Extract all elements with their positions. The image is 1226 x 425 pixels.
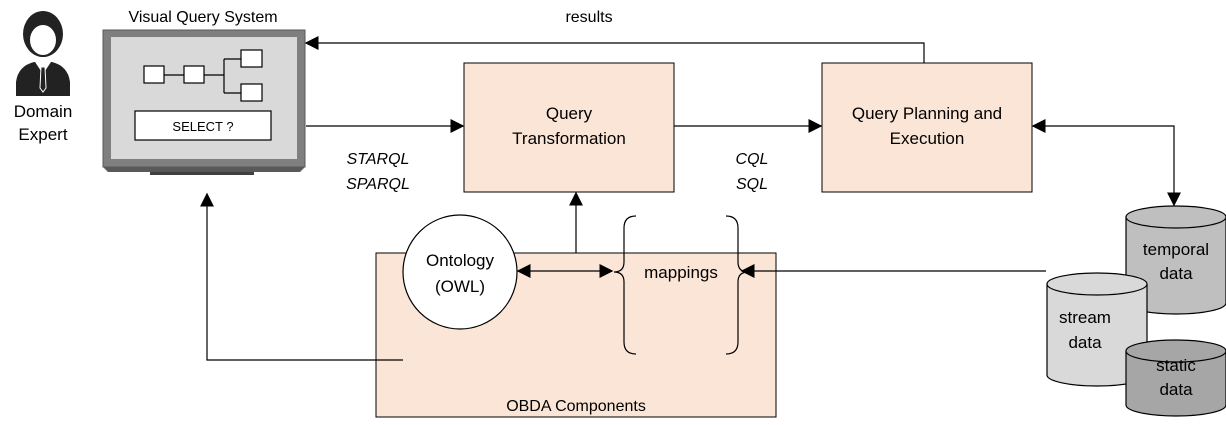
vqs-title: Visual Query System	[128, 9, 277, 26]
vqs-query-graph-icon	[143, 49, 263, 102]
cql-label: CQL	[736, 151, 769, 168]
vqs-select-text: SELECT ?	[172, 119, 233, 134]
sparql-label: SPARQL	[346, 176, 410, 193]
query-planning-line1: Query Planning and	[852, 104, 1002, 123]
stream-data-db	[1046, 272, 1148, 387]
query-planning-box	[821, 62, 1033, 193]
query-planning-line2: Execution	[890, 129, 965, 148]
planning-to-databases-arrow	[1031, 119, 1181, 207]
stream-data-line2: data	[1068, 333, 1102, 352]
query-transformation-line1: Query	[546, 104, 593, 123]
temporal-data-db	[1125, 205, 1226, 315]
results-label: results	[565, 9, 612, 26]
ontology-circle	[402, 214, 518, 330]
vqs-monitor	[102, 29, 306, 175]
ontology-to-vqs-arrow	[200, 192, 403, 361]
stream-data-line1: stream	[1059, 308, 1111, 327]
results-arrow	[304, 36, 925, 63]
static-data-line1: static	[1156, 356, 1196, 375]
mappings-label: mappings	[644, 263, 718, 282]
query-transformation-line2: Transformation	[512, 129, 626, 148]
query-transformation-box	[463, 62, 675, 193]
static-data-db	[1125, 339, 1226, 417]
sql-label: SQL	[736, 176, 768, 193]
domain-expert-label-line2: Expert	[18, 125, 67, 144]
vqs-select-box	[134, 110, 272, 141]
domain-expert-label-line1: Domain	[14, 102, 73, 121]
obda-components-caption: OBDA Components	[506, 398, 646, 415]
ontology-label-line1: Ontology	[426, 251, 495, 270]
static-data-line2: data	[1159, 380, 1193, 399]
ontology-label-line2: (OWL)	[435, 277, 485, 296]
starql-label: STARQL	[347, 151, 410, 168]
domain-expert-icon	[16, 11, 70, 96]
temporal-data-line2: data	[1159, 264, 1193, 283]
temporal-data-line1: temporal	[1143, 240, 1209, 259]
